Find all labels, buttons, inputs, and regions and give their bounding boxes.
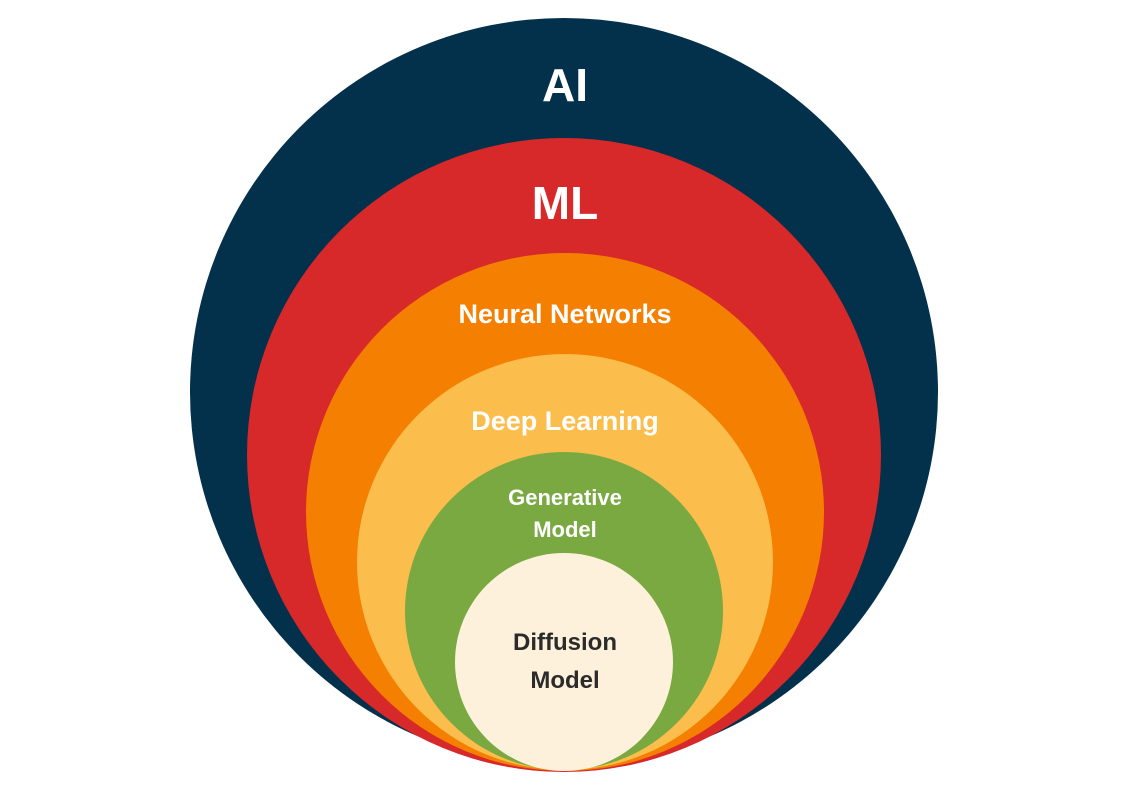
generative-model-label-line-2: Model	[533, 517, 597, 542]
ai-label: AI	[542, 59, 588, 111]
diffusion-model-circle	[455, 553, 673, 771]
ml-label: ML	[531, 177, 599, 229]
diffusion-model-label-line-2: Model	[530, 667, 600, 694]
diffusion-model-label-line-1: Diffusion	[513, 629, 617, 656]
generative-model-label-line-1: Generative	[508, 485, 622, 510]
deep-learning-label: Deep Learning	[471, 406, 659, 436]
generative-model-label: Generative Model	[0, 482, 1130, 546]
diffusion-model-label: Diffusion Model	[0, 624, 1130, 700]
neural-networks-label: Neural Networks	[458, 299, 672, 329]
